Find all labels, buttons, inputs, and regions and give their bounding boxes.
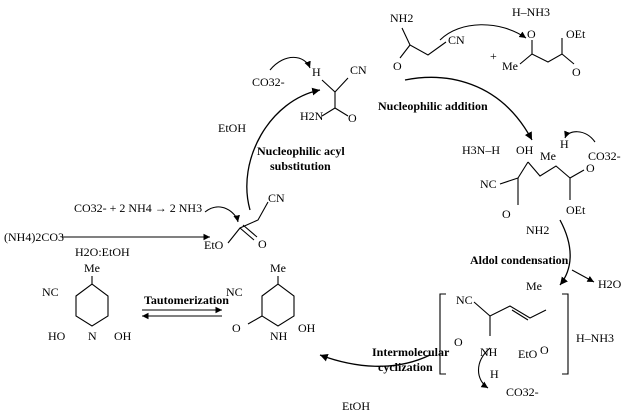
nc-pyridone: NC bbox=[226, 285, 243, 299]
label-tautomerization: Tautomerization bbox=[144, 293, 229, 307]
acetoacetate-chain bbox=[519, 53, 575, 65]
me-adduct: Me bbox=[540, 149, 556, 163]
ketone-o: O bbox=[527, 27, 536, 41]
label-cyclization: cyclization bbox=[378, 360, 433, 374]
h-adduct: H bbox=[560, 137, 569, 151]
bracket-right bbox=[562, 293, 569, 375]
carbonate-bottom: CO32- bbox=[506, 385, 539, 399]
adduct-chain bbox=[527, 161, 571, 179]
etoh-left: EtOH bbox=[218, 121, 246, 135]
ethoxy-label-left: EtO bbox=[204, 238, 224, 252]
addition-arrow bbox=[439, 24, 527, 41]
etoh-bottom: EtOH bbox=[342, 399, 370, 413]
oet-adduct: OEt bbox=[566, 203, 586, 217]
cyanoacetamide-chain bbox=[321, 77, 349, 93]
carbonate-equation: CO32- + 2 NH4 → 2 NH3 bbox=[74, 201, 202, 215]
carbanion-chain bbox=[401, 27, 447, 56]
ammonium-right: H–NH3 bbox=[576, 331, 614, 345]
h-alpha-top: H bbox=[312, 65, 321, 79]
me-top: Me bbox=[502, 59, 518, 73]
ester-o-top: O bbox=[572, 65, 581, 79]
carbonyl-o-top: O bbox=[348, 111, 357, 125]
me-hydroxypyridine: Me bbox=[84, 261, 100, 275]
carbonate-right: CO32- bbox=[588, 149, 621, 163]
nh-intermediate: NH bbox=[480, 345, 498, 359]
carbanion-o: O bbox=[393, 59, 402, 73]
nh2-top: NH2 bbox=[390, 11, 413, 25]
ammonium-carbonate: (NH4)2CO3 bbox=[4, 230, 64, 244]
me-pyridone: Me bbox=[270, 261, 286, 275]
water-loss-arrow bbox=[571, 269, 595, 283]
solvent-label: H2O:EtOH bbox=[75, 245, 130, 259]
o-amide-adduct: O bbox=[502, 207, 511, 221]
nc-adduct: NC bbox=[480, 177, 497, 191]
cn-label-anion: CN bbox=[448, 33, 465, 47]
oh-pyridone: OH bbox=[298, 321, 316, 335]
cycle-arrow-top bbox=[404, 76, 533, 141]
cyanoacetate-skeleton bbox=[227, 201, 269, 244]
cn-label-left: CN bbox=[268, 191, 285, 205]
ammonium-mid: H3N–H bbox=[462, 143, 500, 157]
nc-intermediate: NC bbox=[456, 293, 473, 307]
label-nucleophilic-acyl: Nucleophilic acyl bbox=[257, 144, 345, 158]
eto-intermediate: EtO bbox=[518, 347, 538, 361]
oet-top: OEt bbox=[566, 27, 586, 41]
attack-arrow-ester bbox=[204, 206, 240, 223]
nh-pyridone: NH bbox=[270, 329, 288, 343]
label-aldol-condensation: Aldol condensation bbox=[470, 253, 569, 267]
oh-adduct: OH bbox=[516, 143, 534, 157]
h-intermediate: H bbox=[490, 367, 499, 381]
oh-hydroxypyridine: OH bbox=[114, 329, 132, 343]
h2n-label: H2N bbox=[300, 109, 324, 123]
cycle-arrow-right bbox=[559, 219, 571, 286]
deprotonation-arrow-top bbox=[269, 56, 311, 71]
label-substitution: substitution bbox=[270, 159, 331, 173]
water: H2O bbox=[598, 277, 622, 291]
n-hydroxypyridine: N bbox=[88, 329, 97, 343]
o-ester-intermediate: O bbox=[540, 343, 549, 357]
bracket-left bbox=[439, 293, 446, 375]
carbonyl-bond-left bbox=[239, 227, 255, 241]
o-intermediate: O bbox=[454, 335, 463, 349]
label-nucleophilic-addition: Nucleophilic addition bbox=[378, 99, 488, 113]
ammonium-top: H–NH3 bbox=[512, 5, 550, 19]
nc-hydroxypyridine: NC bbox=[42, 285, 59, 299]
carbonyl-o-left: O bbox=[258, 237, 267, 251]
label-intermolecular: Intermolecular bbox=[372, 345, 450, 359]
cycle-arrow-bottom bbox=[319, 354, 431, 367]
pyridone-ring bbox=[261, 283, 295, 327]
intermediate-chain bbox=[473, 301, 547, 319]
cn-label-top: CN bbox=[350, 63, 367, 77]
ho-hydroxypyridine: HO bbox=[48, 329, 66, 343]
cyclization-arrow bbox=[477, 347, 491, 389]
nh2-adduct: NH2 bbox=[526, 223, 549, 237]
me-intermediate: Me bbox=[526, 279, 542, 293]
carbonate-top: CO32- bbox=[252, 75, 285, 89]
o-ester-adduct: O bbox=[586, 161, 595, 175]
hydroxypyridine-ring bbox=[75, 283, 109, 327]
plus-sign: + bbox=[490, 49, 497, 63]
o-pyridone: O bbox=[232, 321, 241, 335]
deprotonation-arrow-right bbox=[564, 130, 596, 143]
cycle-arrow-left bbox=[246, 87, 321, 211]
